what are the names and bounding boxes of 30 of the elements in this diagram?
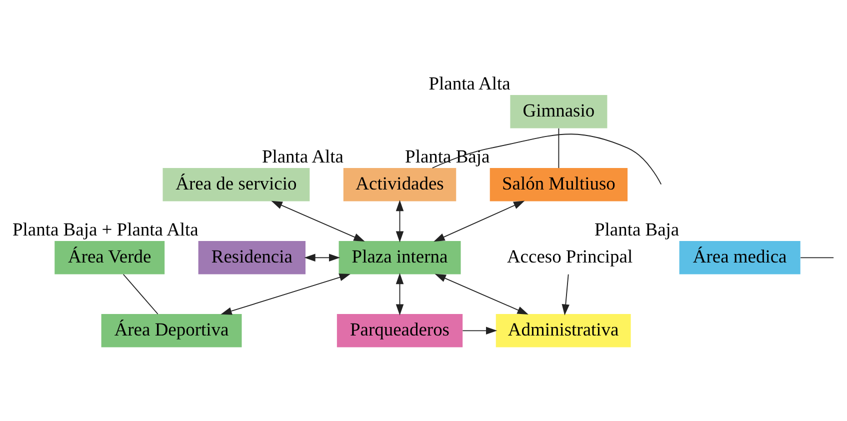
node-box: Área de servicio [162, 168, 310, 201]
connector [432, 133, 662, 184]
node-label: Planta Baja + Planta Alta [12, 218, 198, 239]
node-box: Salón Multiuso [490, 168, 628, 201]
node-label: Planta Alta [262, 146, 344, 166]
node-label: Planta Baja [594, 218, 680, 239]
node-box: Área Verde [54, 240, 165, 274]
arrow [462, 326, 498, 334]
node-box: Gimnasio [510, 94, 608, 128]
arrow [220, 273, 350, 314]
arrow [396, 199, 404, 242]
node-box: Plaza interna [338, 240, 461, 274]
node-box: Residencia [198, 240, 306, 274]
node-label: Planta Baja [405, 146, 490, 166]
node-box: Área Deportiva [101, 314, 242, 347]
node-label: Planta Alta [428, 72, 510, 93]
arrow [562, 273, 570, 315]
arrow [396, 272, 404, 315]
connector [122, 273, 158, 314]
arrow [434, 273, 528, 314]
connector [558, 127, 560, 168]
node-box: Actividades [343, 168, 456, 201]
connector [800, 256, 834, 258]
node-text: Acceso Principal [506, 246, 633, 266]
arrow [304, 253, 340, 262]
node-box: Parqueaderos [336, 314, 463, 347]
arrow [434, 200, 525, 242]
node-box: Administrativa [496, 314, 631, 347]
arrow [271, 200, 365, 242]
node-box: Área medica [679, 240, 800, 274]
